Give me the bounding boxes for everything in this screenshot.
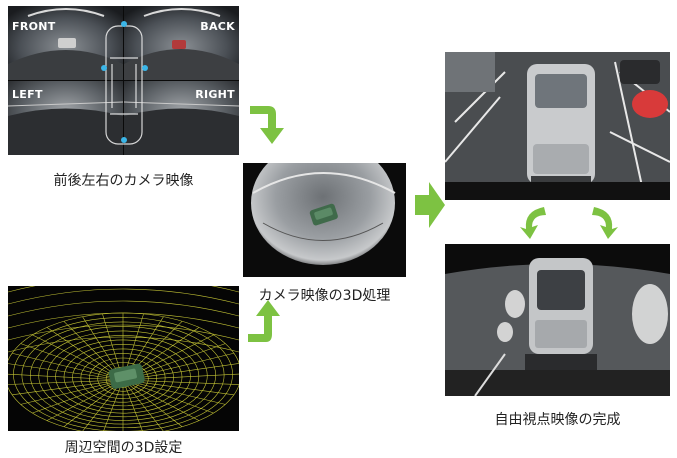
free-viewpoint-bottom-panel: [445, 244, 670, 396]
mesh-spoke: [20, 343, 124, 381]
left-label: LEFT: [12, 88, 43, 101]
mesh-dome-line: [8, 324, 239, 341]
camera-views-image: [8, 6, 239, 155]
camera-views-caption: 前後左右のカメラ映像: [53, 173, 194, 189]
space-setup-panel: [8, 286, 239, 431]
mesh-dome-line: [8, 300, 239, 317]
mesh-dome-line: [8, 288, 239, 305]
mesh-spoke: [8, 379, 124, 385]
mesh-spoke: [122, 379, 226, 405]
mesh-spoke: [32, 379, 124, 414]
space-setup-image: [8, 286, 239, 431]
space-setup-caption: 周辺空間の3D設定: [64, 440, 183, 456]
right-label: RIGHT: [195, 88, 235, 101]
mesh-spoke: [20, 379, 124, 405]
mesh-spoke: [47, 379, 124, 421]
mesh-spoke: [12, 379, 124, 396]
free-viewpoint-caption: 自由視点映像の完成: [494, 412, 621, 428]
mesh-spoke: [103, 379, 124, 431]
mesh-spoke: [122, 379, 143, 431]
mesh-spoke: [122, 379, 164, 431]
processing-image: [243, 163, 406, 277]
rotate-right-icon: [592, 207, 618, 239]
processing-caption: カメラ映像の3D処理: [258, 288, 391, 304]
free-viewpoint-bottom-image: [445, 244, 670, 396]
mesh-spoke: [8, 363, 124, 381]
arrow-to-processing-icon: [250, 106, 284, 144]
arrow-from-space-icon: [248, 300, 280, 342]
mesh-spoke: [12, 352, 124, 381]
mesh-spoke: [32, 334, 124, 381]
free-viewpoint-top-panel: [445, 52, 670, 200]
free-viewpoint-top-image: [445, 52, 670, 200]
front-label: FRONT: [12, 20, 56, 33]
camera-views-panel: FRONT BACK LEFT RIGHT: [8, 6, 239, 155]
processing-panel: [243, 163, 406, 277]
arrow-to-result-icon: [415, 182, 445, 228]
mesh-spoke: [122, 379, 199, 421]
back-label: BACK: [200, 20, 235, 33]
rotate-left-icon: [520, 207, 546, 239]
mesh-spoke: [122, 379, 183, 427]
mesh-spoke: [8, 373, 124, 381]
mesh-dome-line: [8, 312, 239, 329]
mesh-spoke: [122, 379, 214, 414]
mesh-dome-line: [8, 336, 239, 353]
